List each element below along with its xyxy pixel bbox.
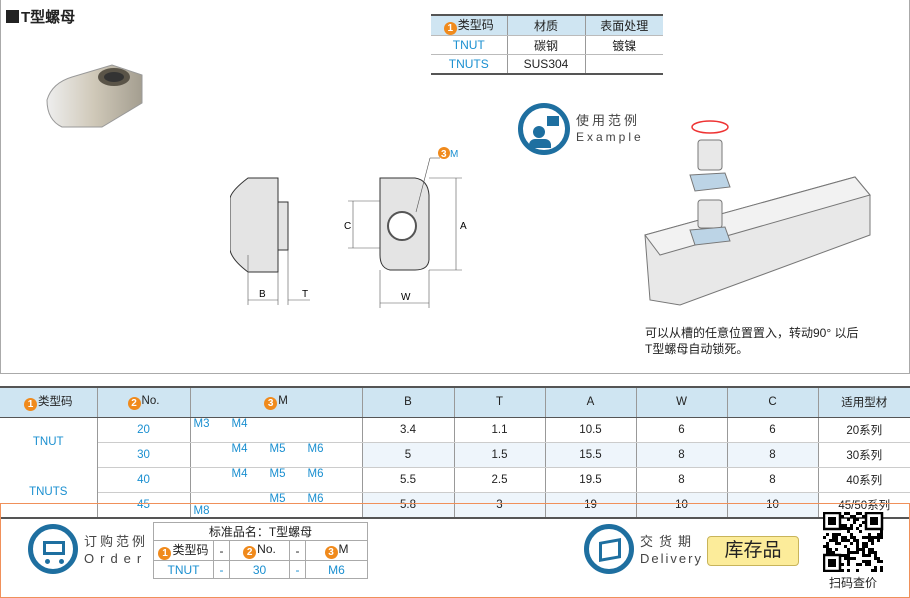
c-cell: 8 <box>727 467 819 493</box>
label-t: T <box>302 289 308 300</box>
header-a: A <box>545 387 637 418</box>
w-cell: 10 <box>636 492 728 518</box>
delivery-box-icon <box>584 524 634 574</box>
profile-cell: 30系列 <box>818 442 910 468</box>
w-cell: 6 <box>636 417 728 443</box>
m-size: M8 <box>193 504 210 517</box>
a-cell: 10.5 <box>545 417 637 443</box>
order-no: 30 <box>229 560 290 579</box>
header-material: 材质 <box>507 15 586 36</box>
order-label-en: Order <box>84 551 148 566</box>
example-label-en: Example <box>576 130 644 144</box>
qr-code[interactable] <box>823 512 885 572</box>
label-a: A <box>460 221 467 232</box>
cell: TNUTS <box>431 54 508 74</box>
header-profile: 适用型材 <box>818 387 910 418</box>
m-size: M5 <box>269 442 286 455</box>
header-t: T <box>454 387 546 418</box>
b-cell: 5 <box>362 442 455 468</box>
m-size: M6 <box>307 492 324 505</box>
stock-badge: 库存品 <box>707 536 799 566</box>
w-cell: 8 <box>636 442 728 468</box>
no-cell: 40 <box>97 467 191 493</box>
m-size: M5 <box>269 467 286 480</box>
header-type: 类型码 <box>457 18 494 32</box>
c-cell: 8 <box>727 442 819 468</box>
label-m: M <box>450 149 458 160</box>
example-caption-1: 可以从槽的任意位置置入，转动90° 以后 <box>645 326 859 340</box>
m-cell: M5 M6M8 <box>190 492 363 518</box>
delivery-label-cn: 交货期 <box>640 534 698 549</box>
m-size: M4 <box>231 467 248 480</box>
cell: 碳钢 <box>507 35 586 55</box>
m-size: M4 <box>231 417 248 430</box>
example-caption-2: T型螺母自动锁死。 <box>645 342 749 356</box>
m-cell: M4 M5 M6 <box>190 467 363 493</box>
order-label-cn: 订购范例 <box>84 534 149 549</box>
t-cell: 2.5 <box>454 467 546 493</box>
b-cell: 3.4 <box>362 417 455 443</box>
header-c: C <box>727 387 819 418</box>
c-cell: 6 <box>727 417 819 443</box>
c-cell: 10 <box>727 492 819 518</box>
m-size: M4 <box>231 442 248 455</box>
m-size: M6 <box>307 442 324 455</box>
svg-text:3: 3 <box>441 149 447 160</box>
standard-name: 标准品名：T型螺母 <box>153 522 368 541</box>
label-w: W <box>401 292 411 303</box>
example-label-cn: 使用范例 <box>576 113 641 128</box>
b-cell: 5.5 <box>362 467 455 493</box>
header-w: W <box>636 387 728 418</box>
w-cell: 8 <box>636 467 728 493</box>
label-b: B <box>259 289 266 300</box>
cell: 镀镍 <box>585 35 663 55</box>
qr-label: 扫码查价 <box>829 576 878 590</box>
order-m: M6 <box>305 560 368 579</box>
dimension-drawing: 3 M B T W C A <box>230 147 467 308</box>
profile-cell: 20系列 <box>818 417 910 443</box>
a-cell: 19.5 <box>545 467 637 493</box>
no-cell: 45 <box>97 492 191 518</box>
cell: SUS304 <box>507 54 586 74</box>
order-type: TNUT <box>153 560 214 579</box>
m-cell: M4 M5 M6 <box>190 442 363 468</box>
page-title: T型螺母 <box>6 6 75 27</box>
type-cell: TNUTS <box>0 467 98 518</box>
cell <box>585 54 663 74</box>
title-text: T型螺母 <box>21 9 76 26</box>
m-size: M5 <box>269 492 286 505</box>
label-c: C <box>344 221 351 232</box>
cart-icon <box>28 524 78 574</box>
example-icon <box>518 103 570 155</box>
profile-cell: 40系列 <box>818 467 910 493</box>
t-cell: 1.1 <box>454 417 546 443</box>
product-photo <box>46 64 143 128</box>
m-size: M6 <box>307 467 324 480</box>
cell: TNUT <box>431 35 508 55</box>
delivery-label-en: Delivery <box>640 551 703 566</box>
a-cell: 15.5 <box>545 442 637 468</box>
type-cell: TNUT <box>0 417 98 467</box>
no-cell: 20 <box>97 417 191 443</box>
m-cell: M3 M4 <box>190 417 363 443</box>
header-surface: 表面处理 <box>585 15 663 36</box>
b-cell: 5.8 <box>362 492 455 518</box>
t-cell: 1.5 <box>454 442 546 468</box>
m-size: M3 <box>193 417 210 430</box>
no-cell: 30 <box>97 442 191 468</box>
assembly-illustration <box>644 120 871 306</box>
t-cell: 3 <box>454 492 546 518</box>
a-cell: 19 <box>545 492 637 518</box>
header-b: B <box>362 387 455 418</box>
